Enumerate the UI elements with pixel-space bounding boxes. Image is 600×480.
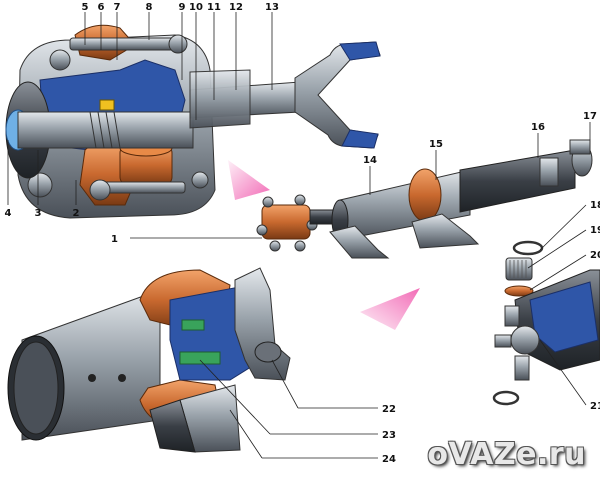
callout-8: 8 bbox=[146, 2, 153, 13]
callout-17: 17 bbox=[583, 111, 597, 122]
callout-24: 24 bbox=[382, 454, 396, 465]
site-watermark: oVAZe.ru bbox=[427, 437, 586, 472]
propeller-shaft bbox=[329, 139, 593, 259]
callout-12: 12 bbox=[229, 2, 243, 13]
callout-6: 6 bbox=[98, 2, 105, 13]
callout-16: 16 bbox=[531, 122, 545, 133]
callout-20: 20 bbox=[590, 250, 600, 261]
callout-11: 11 bbox=[207, 2, 221, 13]
callout-13: 13 bbox=[265, 2, 279, 13]
callout-labels: 1 2 3 4 5 6 7 8 9 10 11 12 13 14 15 16 1… bbox=[5, 2, 600, 465]
zoom-arrow-lower bbox=[360, 288, 420, 330]
callout-18: 18 bbox=[590, 200, 600, 211]
callout-1: 1 bbox=[111, 234, 118, 245]
callout-10: 10 bbox=[189, 2, 203, 13]
sliding-sleeve-cutaway bbox=[7, 267, 291, 453]
callout-5: 5 bbox=[82, 2, 89, 13]
callout-22: 22 bbox=[382, 404, 396, 415]
zoom-arrow-upper bbox=[228, 160, 270, 200]
joint-bearing-detail bbox=[492, 240, 600, 406]
callout-21: 21 bbox=[590, 401, 600, 412]
callout-7: 7 bbox=[114, 2, 121, 13]
leader-lines bbox=[7, 12, 591, 459]
callout-15: 15 bbox=[429, 139, 443, 150]
callout-19: 19 bbox=[590, 225, 600, 236]
callout-9: 9 bbox=[179, 2, 186, 13]
callout-2: 2 bbox=[73, 208, 80, 219]
callout-23: 23 bbox=[382, 430, 396, 441]
universal-joint-cross bbox=[256, 194, 345, 252]
callout-14: 14 bbox=[363, 155, 377, 166]
coupling-cutaway bbox=[5, 24, 381, 219]
callout-3: 3 bbox=[35, 208, 42, 219]
callout-4: 4 bbox=[5, 208, 12, 219]
